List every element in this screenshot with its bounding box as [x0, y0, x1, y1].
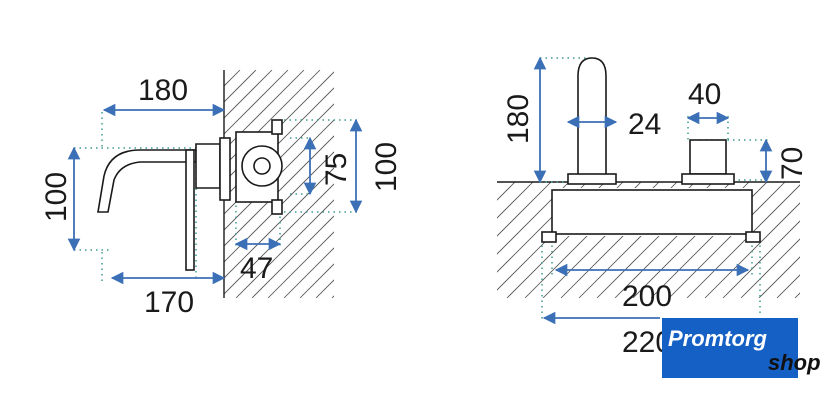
label-height-left: 100 — [40, 172, 73, 222]
promtorg-logo: Promtorg shop — [662, 316, 836, 378]
connector-top — [271, 119, 283, 135]
hatch-line — [224, 70, 305, 151]
hatch-line — [224, 183, 334, 295]
hatch-line — [497, 182, 552, 298]
hatch-line — [224, 70, 321, 167]
hatch-line — [224, 70, 273, 119]
hatch-line — [251, 215, 334, 298]
extension-lines-front — [540, 57, 770, 322]
hatch-line — [235, 199, 334, 298]
logo-text-line1: Promtorg — [668, 326, 768, 351]
hatch-line — [283, 247, 334, 298]
label-height-inner: 75 — [320, 153, 353, 186]
hatch-line — [794, 182, 800, 298]
box-connector-right — [745, 231, 761, 243]
knob — [689, 139, 727, 175]
label-depth: 47 — [240, 252, 273, 285]
label-spout-diameter: 24 — [628, 108, 661, 141]
extension-lines — [74, 112, 360, 282]
hatch-line — [444, 70, 672, 298]
hatch-line — [224, 135, 334, 247]
logo-blue-block — [662, 318, 798, 378]
connector-bottom — [271, 199, 283, 215]
spout-front-base — [567, 173, 617, 185]
hatch-line — [224, 71, 334, 183]
front-view: 180 24 40 70 200 220 — [497, 56, 840, 359]
hatch-line — [497, 182, 534, 298]
hatch-line — [758, 182, 800, 298]
label-spout-height: 180 — [502, 94, 535, 144]
hatch-line — [722, 182, 800, 298]
mixer-box — [551, 189, 753, 235]
hatch-line — [267, 231, 334, 298]
hatch-line — [224, 70, 289, 135]
logo-text-line2: shop — [768, 350, 821, 375]
hatch-line — [813, 182, 840, 298]
wall-plate — [219, 137, 231, 201]
label-knob-height: 70 — [776, 147, 809, 180]
label-box-width: 200 — [622, 280, 672, 313]
lever-handle — [185, 149, 195, 271]
hatch-line — [704, 182, 800, 298]
hatch-line — [224, 167, 334, 279]
knob-base — [681, 173, 735, 185]
left-side-view: 180 100 75 100 47 170 — [40, 70, 672, 319]
spout-base — [195, 143, 221, 189]
label-width-bottom: 170 — [144, 286, 194, 319]
hatch-line — [776, 182, 800, 298]
cartridge-inner — [253, 157, 271, 175]
hatch-line — [224, 151, 334, 263]
hatch-line — [497, 182, 516, 298]
spout — [97, 149, 197, 213]
label-height-right: 100 — [370, 142, 403, 192]
hatch-line — [428, 70, 656, 298]
hatch-line — [497, 182, 570, 298]
hatch-line — [686, 182, 800, 298]
spout-front — [577, 57, 607, 177]
label-width-top: 180 — [138, 74, 188, 107]
label-knob-diameter: 40 — [688, 78, 721, 111]
hatch-line — [831, 182, 840, 298]
hatch-line — [497, 182, 498, 298]
hatch-line — [668, 182, 786, 298]
box-connector-left — [541, 231, 557, 243]
